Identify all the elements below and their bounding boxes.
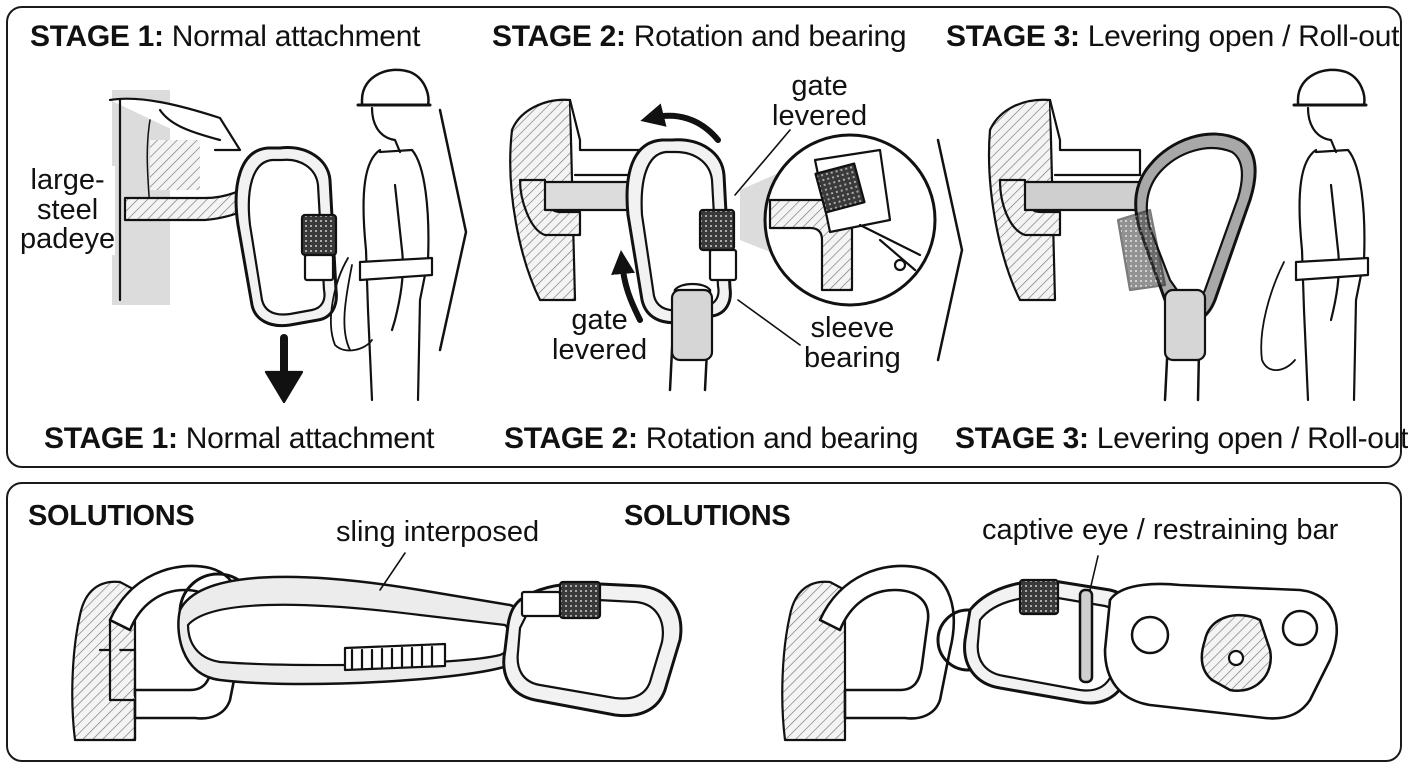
solutions-heading-right: SOLUTIONS	[624, 500, 791, 532]
down-arrow-icon	[264, 334, 304, 404]
stage2-scene	[509, 98, 937, 392]
stage2-title-bottom: STAGE 2: Rotation and bearing	[504, 422, 919, 455]
carabiner-stage3	[1116, 132, 1257, 323]
solutions-heading-left: SOLUTIONS	[28, 500, 195, 532]
stage3-title-top: STAGE 3: Levering open / Roll-out	[946, 20, 1400, 53]
carabiner-stage1	[234, 146, 338, 328]
stage1-title-bottom: STAGE 1: Normal attachment	[44, 422, 435, 455]
captive-eye-callout: captive eye / restraining bar	[982, 514, 1339, 546]
carabiner-stage2	[625, 138, 738, 325]
stage-chevron-icon	[438, 108, 468, 352]
worker-figure-stage1	[330, 68, 434, 402]
detail-magnifier	[740, 133, 937, 307]
stage3-title-bottom: STAGE 3: Levering open / Roll-out	[955, 422, 1408, 455]
stage1-title-top: STAGE 1: Normal attachment	[30, 20, 421, 53]
stage2-title-top: STAGE 2: Rotation and bearing	[492, 20, 907, 53]
sling-solution-scene	[71, 552, 683, 742]
stage3-scene	[987, 68, 1370, 402]
rotation-arrow-icon	[611, 103, 721, 323]
worker-figure-stage3	[1260, 68, 1370, 402]
stage1-scene	[108, 68, 434, 404]
sling-interposed-callout: sling interposed	[336, 516, 540, 548]
captive-eye-solution-scene	[781, 555, 1338, 742]
stage-chevron-icon	[936, 138, 964, 362]
